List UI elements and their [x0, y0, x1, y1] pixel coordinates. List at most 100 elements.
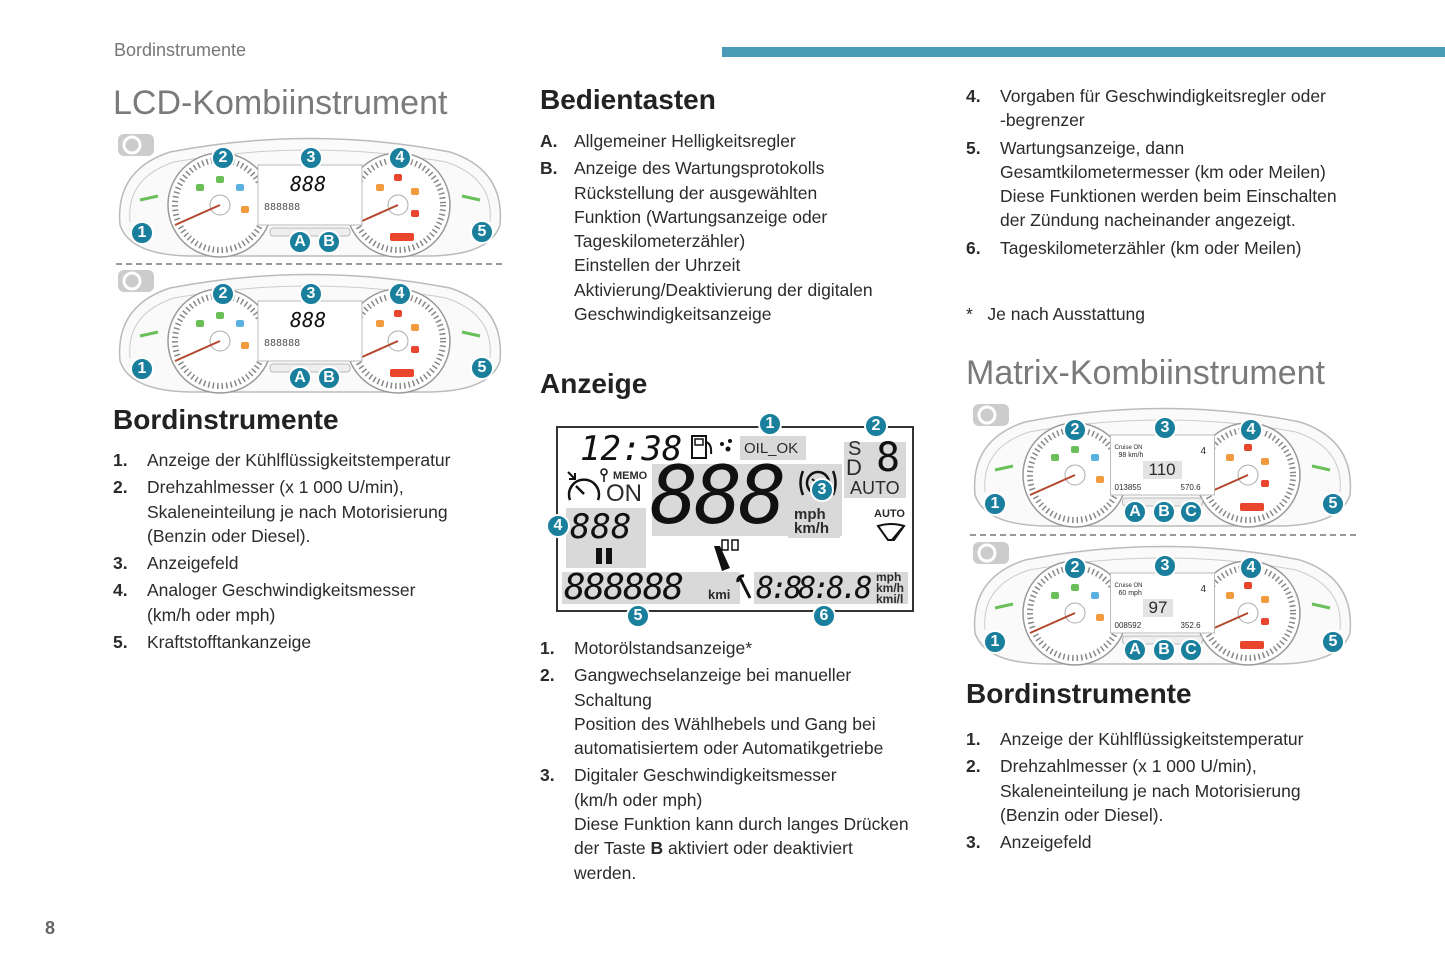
cruise-set-speed: 98 km/h — [1118, 452, 1144, 459]
section-title-bordinstrumente: Bordinstrumente — [113, 404, 339, 435]
warning-lamp — [394, 310, 402, 317]
callout-5: 5 — [470, 356, 494, 380]
callout-5: 5 — [1321, 492, 1345, 516]
matrix-trip: 570.6 — [1180, 483, 1201, 492]
callout-4: 4 — [1239, 418, 1263, 442]
digital-speed-digits: 888 — [650, 449, 786, 542]
callout-2: 2 — [211, 282, 235, 306]
list-item: 3.Anzeigefeld — [113, 553, 239, 574]
steering-wheel-icon — [973, 542, 1009, 564]
divider — [970, 534, 1356, 536]
wiper-auto-label: AUTO — [874, 508, 905, 520]
warning-lamp — [1226, 454, 1234, 461]
matrix-trip: 352.6 — [1180, 621, 1201, 630]
warning-lamp — [1261, 596, 1269, 603]
warning-lamp — [1096, 614, 1104, 621]
warning-lamp — [1071, 446, 1079, 453]
matrix-instrument-list: 1.Anzeige der Kühlflüssigkeitstemperatur… — [966, 727, 1386, 857]
matrix-odometer: 008592 — [1114, 621, 1142, 630]
auto-wiper-icon — [876, 523, 906, 541]
pause-icon — [596, 548, 602, 564]
lcd-speed-mini: 888 — [290, 172, 327, 196]
warning-lamp — [1244, 444, 1252, 451]
warning-lamp — [241, 206, 249, 213]
divider — [116, 263, 502, 265]
warning-lamp — [196, 184, 204, 191]
matrix-cluster-title: Matrix-Kombiinstrument — [966, 354, 1325, 392]
callout-3: 3 — [810, 478, 834, 502]
warning-lamp — [216, 176, 224, 183]
speed-unit-mph: mph — [794, 506, 826, 523]
callout-3: 3 — [299, 282, 323, 306]
clock-readout: 12:38 — [580, 429, 683, 469]
warning-lamp — [1261, 458, 1269, 465]
callout-A: A — [288, 366, 312, 390]
odometer-digits: 888888 — [564, 567, 684, 608]
warning-lamp — [376, 320, 384, 327]
list-item: 1.Motorölstandsanzeige* — [540, 638, 753, 658]
section-title-bordinstrumente-matrix: Bordinstrumente — [966, 678, 1192, 709]
list-item: 4.Analoger Geschwindigkeitsmesser (km/h … — [113, 580, 416, 625]
warning-lamp — [1261, 480, 1269, 487]
gear-mode-d: D — [846, 455, 862, 480]
list-item: A.Allgemeiner Helligkeitsregler — [540, 131, 796, 151]
list-item: 2.Gangwechselanzeige bei manueller Schal… — [540, 665, 884, 759]
callout-1: 1 — [130, 221, 154, 245]
lcd-odometer-mini: 888888 — [264, 202, 301, 213]
display-list: 1.Motorölstandsanzeige* 2.Gangwechselanz… — [540, 636, 940, 888]
controls-title: Bedientasten — [540, 84, 716, 115]
indicator-arrow — [994, 602, 1331, 610]
warning-lamp — [394, 174, 402, 181]
memo-label: MEMO — [613, 470, 648, 482]
steering-wheel-icon — [973, 404, 1009, 426]
footnote: * Je nach Ausstattung — [966, 304, 1146, 324]
matrix-speed: 97 — [1142, 599, 1174, 617]
trip-unit-mph: mph — [876, 570, 902, 584]
callout-4: 4 — [388, 146, 412, 170]
warning-lamp — [1091, 454, 1099, 461]
matrix-odometer: 013855 — [1114, 483, 1142, 492]
gear-indicator: 4 — [1200, 584, 1207, 595]
stop-lamp — [1240, 641, 1264, 649]
callout-3: 3 — [1153, 416, 1177, 440]
list-item: 5.Kraftstofftankanzeige — [113, 632, 312, 653]
callout-1: 1 — [130, 357, 154, 381]
callout-A: A — [288, 230, 312, 254]
instrument-list: 1.Anzeige der Kühlflüssigkeitstemperatur… — [113, 448, 513, 657]
odometer-unit: kmi — [708, 587, 731, 602]
callout-4: 4 — [1239, 556, 1263, 580]
callout-A: A — [1123, 638, 1147, 662]
warning-lamp — [1244, 582, 1252, 589]
stop-lamp — [390, 369, 414, 377]
callout-B: B — [1152, 500, 1176, 524]
running-header: Bordinstrumente — [114, 40, 247, 60]
header-accent-bar — [722, 47, 1445, 57]
list-item: 3.Digitaler Geschwindigkeitsmesser (km/h… — [540, 765, 909, 883]
limiter-on-label: ON — [606, 480, 642, 507]
gearbox-auto-label: AUTO — [850, 478, 900, 498]
list-item: 2.Drehzahlmesser (x 1 000 U/min), Skalen… — [113, 477, 448, 546]
lcd-odometer-mini: 888888 — [264, 338, 301, 349]
lcd-display-diagram: 12:38 OIL_OK S D 8 AUTO MEMO ON 888 888 … — [546, 412, 914, 628]
warning-lamp — [196, 320, 204, 327]
gearshift-foot-icon — [714, 539, 739, 571]
indicator-arrow — [139, 330, 481, 338]
lcd-cluster-title: LCD-Kombiinstrument — [113, 84, 448, 122]
callout-1: 1 — [983, 492, 1007, 516]
callout-1: 1 — [983, 630, 1007, 654]
callout-B: B — [1152, 638, 1176, 662]
lcd-speed-mini: 888 — [290, 308, 327, 332]
speed-limiter-icon — [567, 471, 601, 501]
callout-3: 3 — [299, 146, 323, 170]
speed-unit-kmh: km/h — [794, 520, 830, 537]
warning-lamp — [411, 188, 419, 195]
callout-C: C — [1179, 500, 1203, 524]
gear-indicator: 4 — [1200, 446, 1207, 457]
stop-lamp — [1240, 503, 1264, 511]
cruise-status: Cruise ON — [1114, 583, 1143, 589]
callout-5: 5 — [470, 220, 494, 244]
callout-3: 3 — [1153, 554, 1177, 578]
